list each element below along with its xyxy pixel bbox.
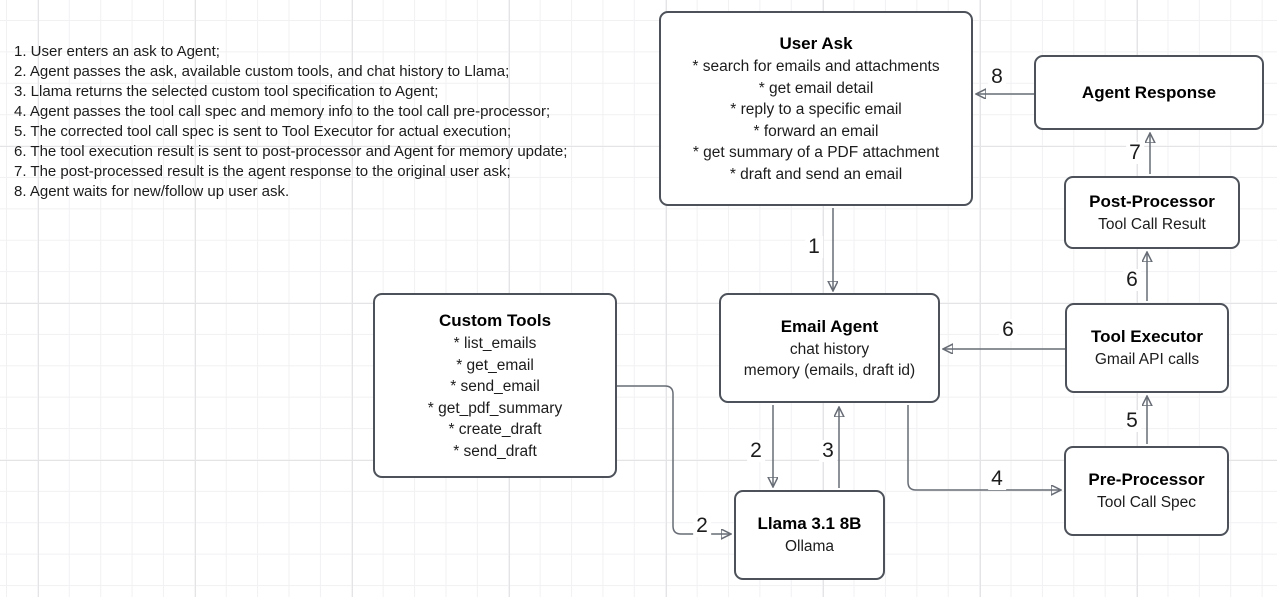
node-agent-response: Agent Response <box>1034 55 1264 130</box>
node-item: * list_emails <box>453 335 537 352</box>
legend-step: 2. Agent passes the ask, available custo… <box>14 63 510 80</box>
node-title: User Ask <box>779 34 853 53</box>
node-item: * get_email <box>456 356 534 374</box>
node-title: Tool Executor <box>1090 327 1204 347</box>
node-item: * draft and send an email <box>729 165 903 183</box>
edge-label-1: 1 <box>805 236 823 258</box>
node-item: * create_draft <box>448 421 542 438</box>
edge-label-2-tools: 2 <box>693 515 711 537</box>
connector-agent-to-preprocessor <box>907 405 1060 490</box>
legend-step: 3. Llama returns the selected custom too… <box>14 83 439 100</box>
node-item: * send_email <box>450 378 540 395</box>
legend-step: 8. Agent waits for new/follow up user as… <box>14 183 290 200</box>
legend-step: 4. Agent passes the tool call spec and m… <box>14 103 551 120</box>
node-subtitle: Tool Call Result <box>1098 215 1206 233</box>
legend-steps: 1. User enters an ask to Agent; 2. Agent… <box>14 42 674 202</box>
node-subtitle: Tool Call Spec <box>1096 494 1197 512</box>
node-item: * get summary of a PDF attachment <box>692 144 940 161</box>
edge-label-8: 8 <box>988 66 1006 88</box>
node-item: * get email detail <box>758 79 874 97</box>
node-title: Agent Response <box>1081 82 1217 102</box>
node-title: Custom Tools <box>438 311 552 330</box>
node-custom-tools: Custom Tools * list_emails * get_email *… <box>373 293 617 478</box>
edge-label-4: 4 <box>988 468 1006 490</box>
node-pre-processor: Pre-Processor Tool Call Spec <box>1064 446 1229 536</box>
node-title: Pre-Processor <box>1088 470 1205 490</box>
node-subtitle: Ollama <box>784 538 835 556</box>
legend-step: 7. The post-processed result is the agen… <box>14 163 511 180</box>
node-item: * search for emails and attachments <box>692 58 940 75</box>
connector-tools-to-llama <box>617 385 730 534</box>
legend-step: 1. User enters an ask to Agent; <box>14 43 220 60</box>
node-title: Llama 3.1 8B <box>757 514 862 534</box>
node-user-ask: User Ask * search for emails and attachm… <box>659 11 973 206</box>
node-title: Email Agent <box>780 316 879 336</box>
node-item: * send_draft <box>453 442 537 460</box>
node-tool-executor: Tool Executor Gmail API calls <box>1065 303 1229 393</box>
edge-label-7: 7 <box>1126 142 1144 164</box>
edge-label-5: 5 <box>1123 410 1141 432</box>
edge-label-6-post: 6 <box>1123 269 1141 291</box>
node-item: * get_pdf_summary <box>427 399 563 417</box>
node-line: chat history <box>789 340 870 358</box>
node-post-processor: Post-Processor Tool Call Result <box>1064 176 1240 249</box>
node-item: * reply to a specific email <box>730 101 902 118</box>
node-item: * forward an email <box>753 122 879 140</box>
legend-step: 6. The tool execution result is sent to … <box>14 143 568 160</box>
node-title: Post-Processor <box>1089 191 1215 211</box>
node-llama: Llama 3.1 8B Ollama <box>734 490 885 580</box>
legend-step: 5. The corrected tool call spec is sent … <box>14 123 512 140</box>
node-line: memory (emails, draft id) <box>743 362 916 379</box>
node-email-agent: Email Agent chat history memory (emails,… <box>719 293 940 403</box>
edge-label-2-agent: 2 <box>747 440 765 462</box>
edge-label-6-agent: 6 <box>999 319 1017 341</box>
edge-label-3: 3 <box>819 440 837 462</box>
node-subtitle: Gmail API calls <box>1094 351 1200 369</box>
